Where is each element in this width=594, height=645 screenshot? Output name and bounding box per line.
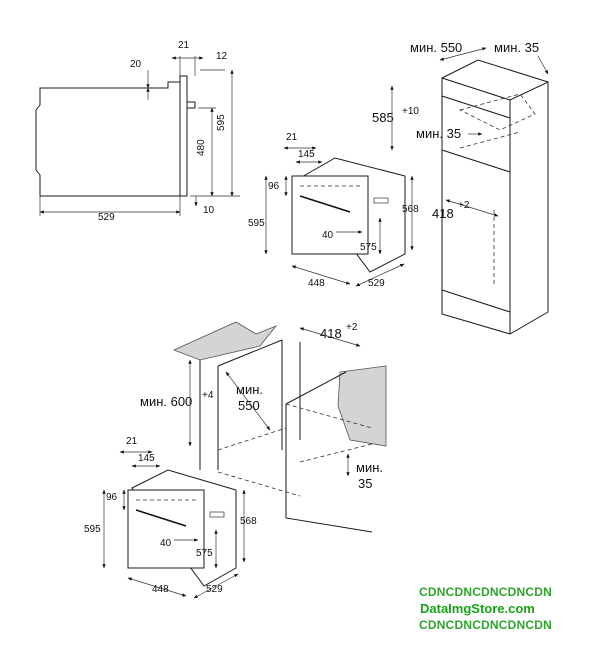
side-profile [35,81,181,197]
tall-dim-min-35-top: мин. 35 [494,40,539,55]
side-dim-529: 529 [98,212,115,223]
side-dim-20: 20 [130,59,142,70]
watermark-line-3: CDNCDNCDNCDNCDN [419,618,552,632]
oven-top-dim-575: 575 [360,242,377,253]
uc-dim-min-label: мин. [236,382,263,397]
countertop-right [337,365,387,447]
side-view: 21 20 12 595 480 529 10 [35,40,240,223]
side-dim-12: 12 [216,51,228,62]
side-dim-10: 10 [203,205,215,216]
side-dim-480: 480 [196,139,207,156]
oven-bottom-dim-448: 448 [152,584,169,595]
oven-top-dim-595: 595 [248,218,265,229]
oven-bottom-dim-40: 40 [160,538,172,549]
oven-top-front [291,175,369,255]
watermark-line-1: CDNCDNCDNCDNCDN [419,585,552,599]
uc-dim-600-tol: +4 [202,390,214,401]
uc-dim-600: мин. 600 [140,394,192,409]
watermark-line-2: DataImgStore.com [420,601,535,616]
side-dim-595: 595 [216,114,227,131]
oven-top-dim-448: 448 [308,278,325,289]
oven-bottom-front [127,489,205,569]
oven-top-dim-21: 21 [286,132,298,143]
oven-bottom-dim-21: 21 [126,436,138,447]
tall-cabinet: мин. 550 мин. 35 585 +10 мин. 35 418 +2 [372,40,549,335]
oven-top-dim-96: 96 [268,181,280,192]
tall-dim-585-tol: +10 [402,106,419,117]
oven-top-dim-40: 40 [322,230,334,241]
tall-dim-418: 418 [432,206,454,221]
oven-bottom-dim-568: 568 [240,516,257,527]
uc-dim-418: 418 [320,326,342,341]
side-dim-21: 21 [178,40,190,51]
tall-dim-min-550: мин. 550 [410,40,462,55]
oven-bottom-dim-145: 145 [138,453,155,464]
uc-dim-418-tol: +2 [346,322,358,333]
uc-dim-35: 35 [358,476,372,491]
oven-bottom-dim-575: 575 [196,548,213,559]
countertop-left [172,321,278,361]
uc-dim-550: 550 [238,398,260,413]
side-door-panel [179,75,188,197]
tall-dim-585: 585 [372,110,394,125]
side-handle [186,101,196,109]
oven-top-dim-529: 529 [368,278,385,289]
oven-bottom: 21 145 96 595 568 40 575 448 529 [84,436,257,599]
oven-bottom-dim-529: 529 [206,584,223,595]
tall-dim-min-35-mid: мин. 35 [416,126,461,141]
uc-dim-min2-label: мин. [356,460,383,475]
oven-top-dim-568: 568 [402,204,419,215]
oven-top-dim-145: 145 [298,149,315,160]
under-counter: 418 +2 мин. 600 +4 мин. 550 мин. 35 [140,321,387,533]
oven-bottom-dim-96: 96 [106,492,118,503]
oven-top: 21 145 96 595 568 40 575 448 529 [248,132,419,289]
oven-bottom-dim-595: 595 [84,524,101,535]
